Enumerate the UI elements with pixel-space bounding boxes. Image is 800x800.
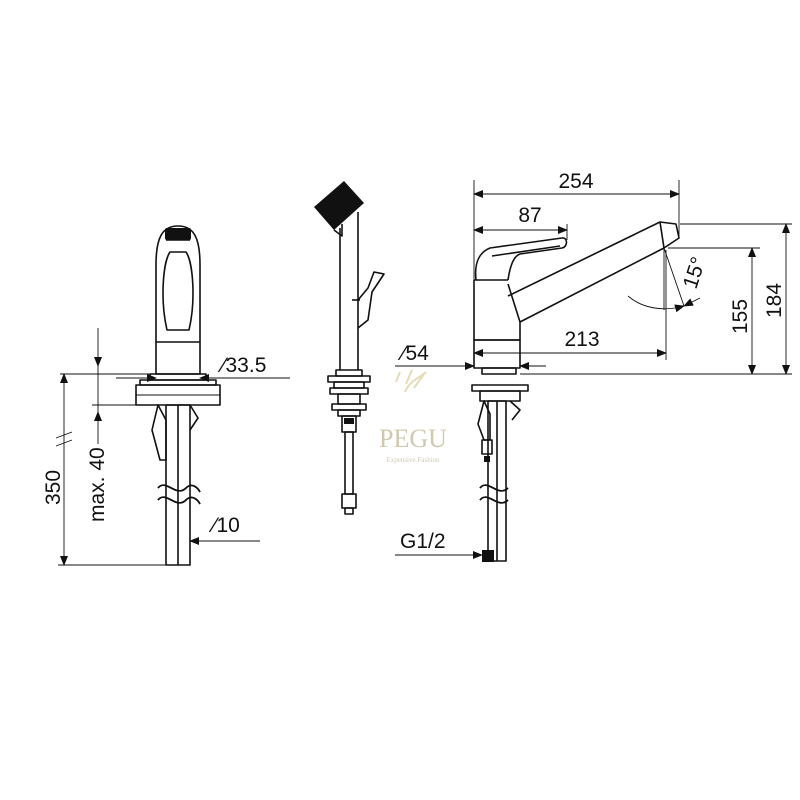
side-spout <box>507 221 680 323</box>
dim-hose-diameter: ∕10 <box>208 514 240 537</box>
watermark-brand: PEGU <box>379 424 447 453</box>
dim-swivel-angle: 15° <box>679 254 711 291</box>
connection-fitting <box>482 550 494 562</box>
front-view <box>135 225 221 566</box>
spray-head <box>314 181 364 230</box>
watermark: PEGU Expensive Fashion <box>379 369 447 464</box>
dim-spout-height: 155 <box>729 299 752 334</box>
dim-spout-reach: 213 <box>564 328 599 351</box>
front-body <box>155 341 201 375</box>
front-handle-cap <box>165 228 191 240</box>
side-handle <box>474 237 568 281</box>
dim-hose-length: 350 <box>42 470 65 505</box>
dim-total-height: 184 <box>763 283 786 318</box>
dim-handle-length: 87 <box>518 204 541 227</box>
pullout-view <box>314 181 385 515</box>
front-handle-slot <box>162 251 194 331</box>
dim-base-diameter: ∕54 <box>397 342 429 365</box>
side-body <box>473 280 521 341</box>
side-view <box>471 221 680 562</box>
side-dimensions: 254 87 213 ∕54 155 184 15° G1/2 <box>395 170 792 559</box>
dim-total-length: 254 <box>558 170 593 193</box>
front-handle <box>155 225 201 342</box>
watermark-tagline: Expensive Fashion <box>386 456 440 464</box>
dim-body-diameter: ∕33.5 <box>217 354 266 377</box>
dim-connection: G1/2 <box>400 530 446 553</box>
front-dimensions: ∕33.5 max. 40 350 ∕10 <box>42 328 290 566</box>
pullout-lever <box>357 271 385 329</box>
dim-deck-thickness: max. 40 <box>86 447 109 522</box>
